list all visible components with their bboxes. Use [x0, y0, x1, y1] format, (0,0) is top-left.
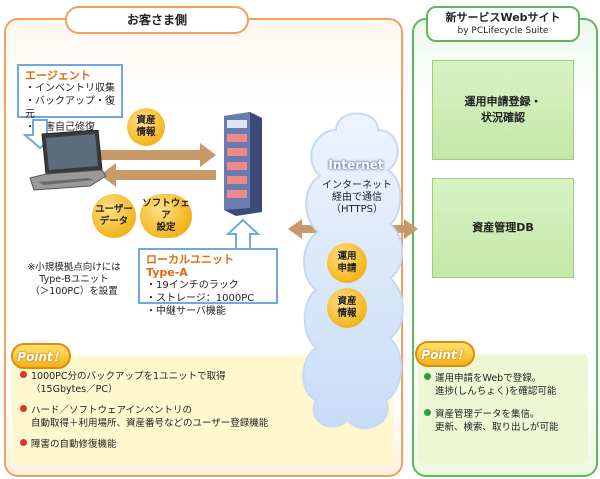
local-unit-item: ・中継サーバ機能 — [146, 306, 226, 317]
agent-title: エージェント — [25, 69, 91, 82]
bullet-icon — [424, 373, 431, 380]
service-point-item: 資産管理データを集信。 更新、検索、取り出しが可能 — [424, 408, 588, 434]
bullet-icon — [424, 409, 431, 416]
local-unit-box: ローカルユニット Type-A ・19インチのラック ・ストレージ：1000PC… — [138, 248, 278, 317]
user-data-arrow — [100, 163, 216, 187]
laptop-icon — [29, 130, 107, 191]
type-b-note: ※小規模拠点向けには Type-Bユニット （＞100PC）を設置 — [27, 262, 121, 297]
server-icon — [224, 112, 262, 216]
customer-point-item: 1000PC分のバックアップを1ユニットで取得 （15Gbytes／PC） — [20, 370, 390, 396]
customer-point-badge: Point！ — [11, 343, 71, 369]
internet-description: インターネット 経由で通信 （HTTPS） — [322, 180, 392, 215]
service-header-title: 新サービスWebサイト — [445, 11, 561, 24]
service-points: 運用申請をWebで登録。 進捗(しんちょく)を確認可能 資産管理データを集信。 … — [424, 372, 588, 434]
agent-item: ・インベントリ収集 — [25, 83, 115, 94]
local-unit-item: ・19インチのラック — [146, 280, 239, 291]
bullet-icon — [20, 371, 27, 378]
agent-item: ・障害自己修復 — [25, 122, 95, 133]
operation-request-bubble: 運用申請 — [327, 243, 367, 283]
customer-header: お客さま側 — [65, 6, 249, 34]
bullet-icon — [20, 405, 27, 412]
service-header: 新サービスWebサイト by PCLifecycle Suite — [426, 6, 580, 42]
local-unit-title: ローカルユニット Type-A — [146, 253, 234, 279]
agent-box: エージェント ・インベントリ収集 ・バックアップ・復元 ・障害自己修復 — [17, 64, 123, 133]
user-data-bubble: ユーザーデータ — [92, 194, 136, 238]
operation-request-box: 運用申請登録・状況確認 — [432, 60, 574, 160]
customer-point-item: 障害の自動修復機能 — [20, 438, 390, 451]
customer-point-item: ハード／ソフトウェアインベントリの 自動取得＋利用場所、資産番号などのユーザー登… — [20, 404, 390, 430]
software-settings-bubble: ソフトウェア設定 — [140, 194, 192, 238]
customer-points: 1000PC分のバックアップを1ユニットで取得 （15Gbytes／PC） ハー… — [20, 370, 390, 451]
internet-asset-info-bubble: 資産情報 — [327, 288, 367, 328]
asset-info-bubble: 資産情報 — [127, 108, 165, 146]
service-header-subtitle: by PCLifecycle Suite — [457, 26, 549, 36]
service-point-item: 運用申請をWebで登録。 進捗(しんちょく)を確認可能 — [424, 372, 588, 398]
service-point-area — [418, 354, 588, 464]
customer-header-label: お客さま側 — [126, 13, 187, 27]
asset-db-box: 資産管理DB — [432, 178, 574, 278]
service-point-badge: Point！ — [415, 341, 475, 367]
internet-title: Internet — [328, 158, 384, 172]
local-unit-item: ・ストレージ：1000PC — [146, 293, 255, 304]
agent-item: ・バックアップ・復元 — [25, 96, 115, 120]
asset-info-arrow — [100, 143, 216, 167]
local-unit-up-arrow — [225, 218, 261, 251]
bullet-icon — [20, 439, 27, 446]
